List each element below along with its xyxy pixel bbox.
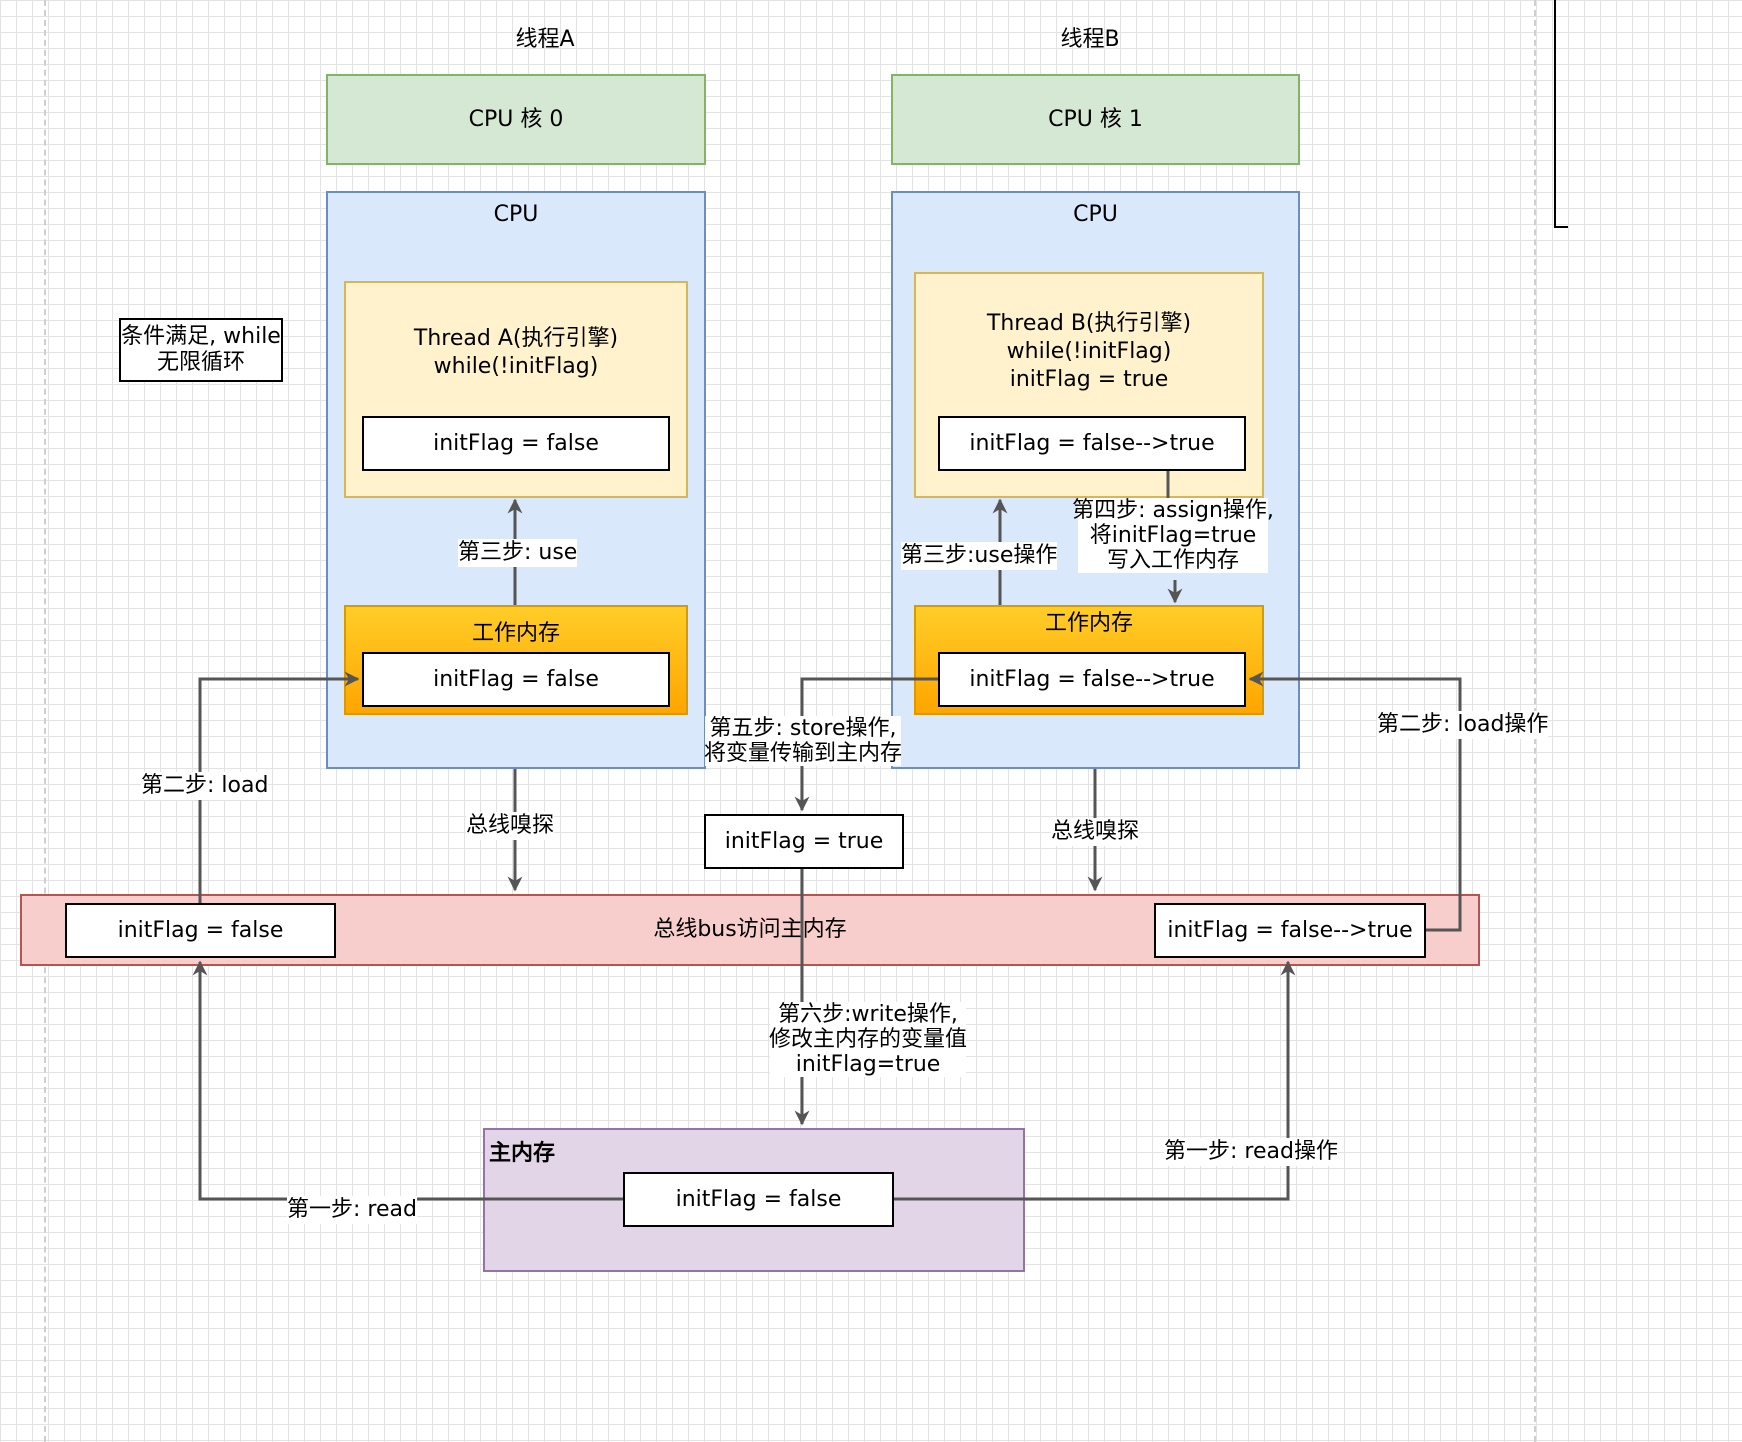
note-line2: 无限循环 (156, 350, 245, 375)
sniff-b-label: 总线嗅探 (1051, 818, 1140, 846)
thread-b-engine-line3: initFlag = true (1009, 367, 1169, 392)
thread-b-engine-line2: while(!initFlag) (1006, 339, 1172, 364)
cpu-core-1[interactable]: CPU 核 1 (891, 74, 1300, 165)
offscreen-shape-edge (1554, 0, 1568, 228)
step2-a-label: 第二步: load (141, 772, 269, 800)
bus-label: 总线bus访问主内存 (653, 917, 847, 942)
left-guide-line (44, 0, 46, 1442)
thread-a-engine-line2: while(!initFlag) (433, 354, 599, 379)
step6-line2: 修改主内存的变量值 (769, 1027, 968, 1052)
step6-label: 第六步:write操作, 修改主内存的变量值 initFlag=true (769, 1002, 968, 1077)
thread-b-engine-line1: Thread B(执行引擎) (986, 311, 1192, 336)
step4-line1: 第四步: assign操作, (1072, 498, 1274, 523)
working-memory-b-var[interactable]: initFlag = false-->true (938, 652, 1246, 707)
thread-a-title: 线程A (515, 27, 575, 52)
infinite-loop-note[interactable]: 条件满足, while 无限循环 (119, 318, 283, 382)
working-memory-a-var[interactable]: initFlag = false (362, 652, 670, 707)
bus-left-var[interactable]: initFlag = false (65, 903, 336, 958)
bus-right-var[interactable]: initFlag = false-->true (1154, 903, 1426, 958)
store-var-box[interactable]: initFlag = true (704, 814, 904, 869)
thread-a-engine-var[interactable]: initFlag = false (362, 416, 670, 471)
step5-label: 第五步: store操作, 将变量传输到主内存 (704, 716, 903, 766)
step4-label: 第四步: assign操作, 将initFlag=true 写入工作内存 (1072, 498, 1274, 573)
step3-a-label: 第三步: use (458, 539, 578, 567)
step6-line3: initFlag=true (795, 1052, 941, 1077)
thread-a-engine-text: Thread A(执行引擎) while(!initFlag) (346, 323, 686, 383)
main-memory-var[interactable]: initFlag = false (623, 1172, 894, 1227)
thread-b-engine-var[interactable]: initFlag = false-->true (938, 416, 1246, 471)
step1-a-label: 第一步: read (287, 1196, 417, 1224)
step2-b-label: 第二步: load操作 (1377, 711, 1549, 739)
working-memory-b-title: 工作内存 (1044, 611, 1133, 636)
thread-b-title: 线程B (1060, 27, 1120, 52)
thread-b-engine-text: Thread B(执行引擎) while(!initFlag) initFlag… (916, 310, 1262, 394)
step4-line3: 写入工作内存 (1106, 548, 1239, 573)
step3-b-label: 第三步:use操作 (901, 542, 1058, 570)
note-line1: 条件满足, while (121, 324, 281, 349)
step4-line2: 将initFlag=true (1089, 523, 1257, 548)
working-memory-a-title: 工作内存 (471, 621, 560, 646)
cpu-b-title: CPU (1073, 202, 1118, 227)
sniff-a-label: 总线嗅探 (466, 812, 555, 840)
main-memory-title: 主内存 (489, 1141, 556, 1166)
cpu-core-0[interactable]: CPU 核 0 (326, 74, 706, 165)
step5-line2: 将变量传输到主内存 (704, 741, 903, 766)
thread-a-engine-line1: Thread A(执行引擎) (413, 326, 619, 351)
step1-b-label: 第一步: read操作 (1164, 1138, 1338, 1166)
step5-line1: 第五步: store操作, (709, 716, 897, 741)
step6-line1: 第六步:write操作, (778, 1002, 958, 1027)
cpu-a-title: CPU (493, 202, 539, 227)
